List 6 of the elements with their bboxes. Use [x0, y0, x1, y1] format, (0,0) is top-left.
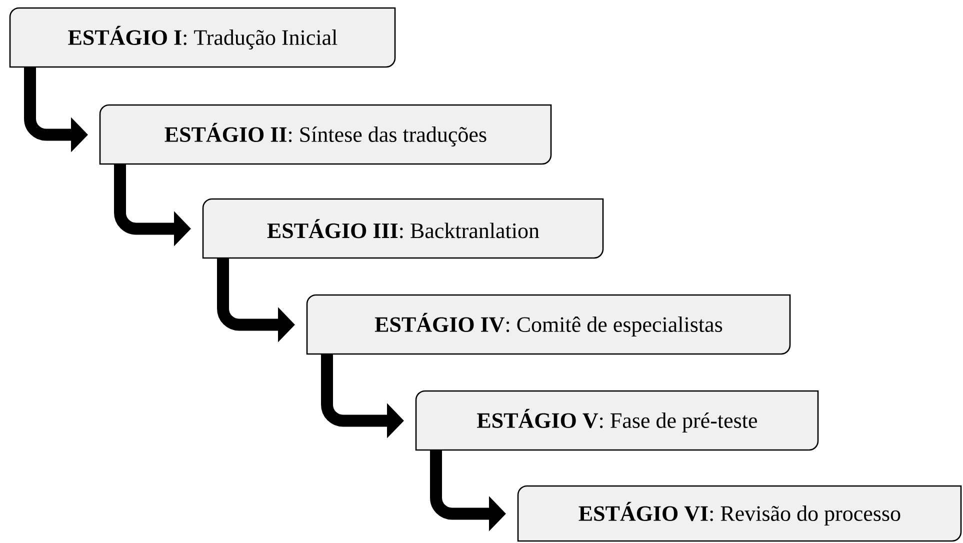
stage-box: ESTÁGIO VI: Revisão do processo: [517, 485, 962, 542]
stage-box: ESTÁGIO I: Tradução Inicial: [9, 7, 396, 68]
stage-box: ESTÁGIO II: Síntese das traduções: [99, 104, 552, 165]
stage-box: ESTÁGIO IV: Comitê de especialistas: [306, 294, 791, 355]
stage-box: ESTÁGIO III: Backtranlation: [202, 198, 604, 259]
stage-box: ESTÁGIO V: Fase de pré-teste: [415, 390, 819, 451]
